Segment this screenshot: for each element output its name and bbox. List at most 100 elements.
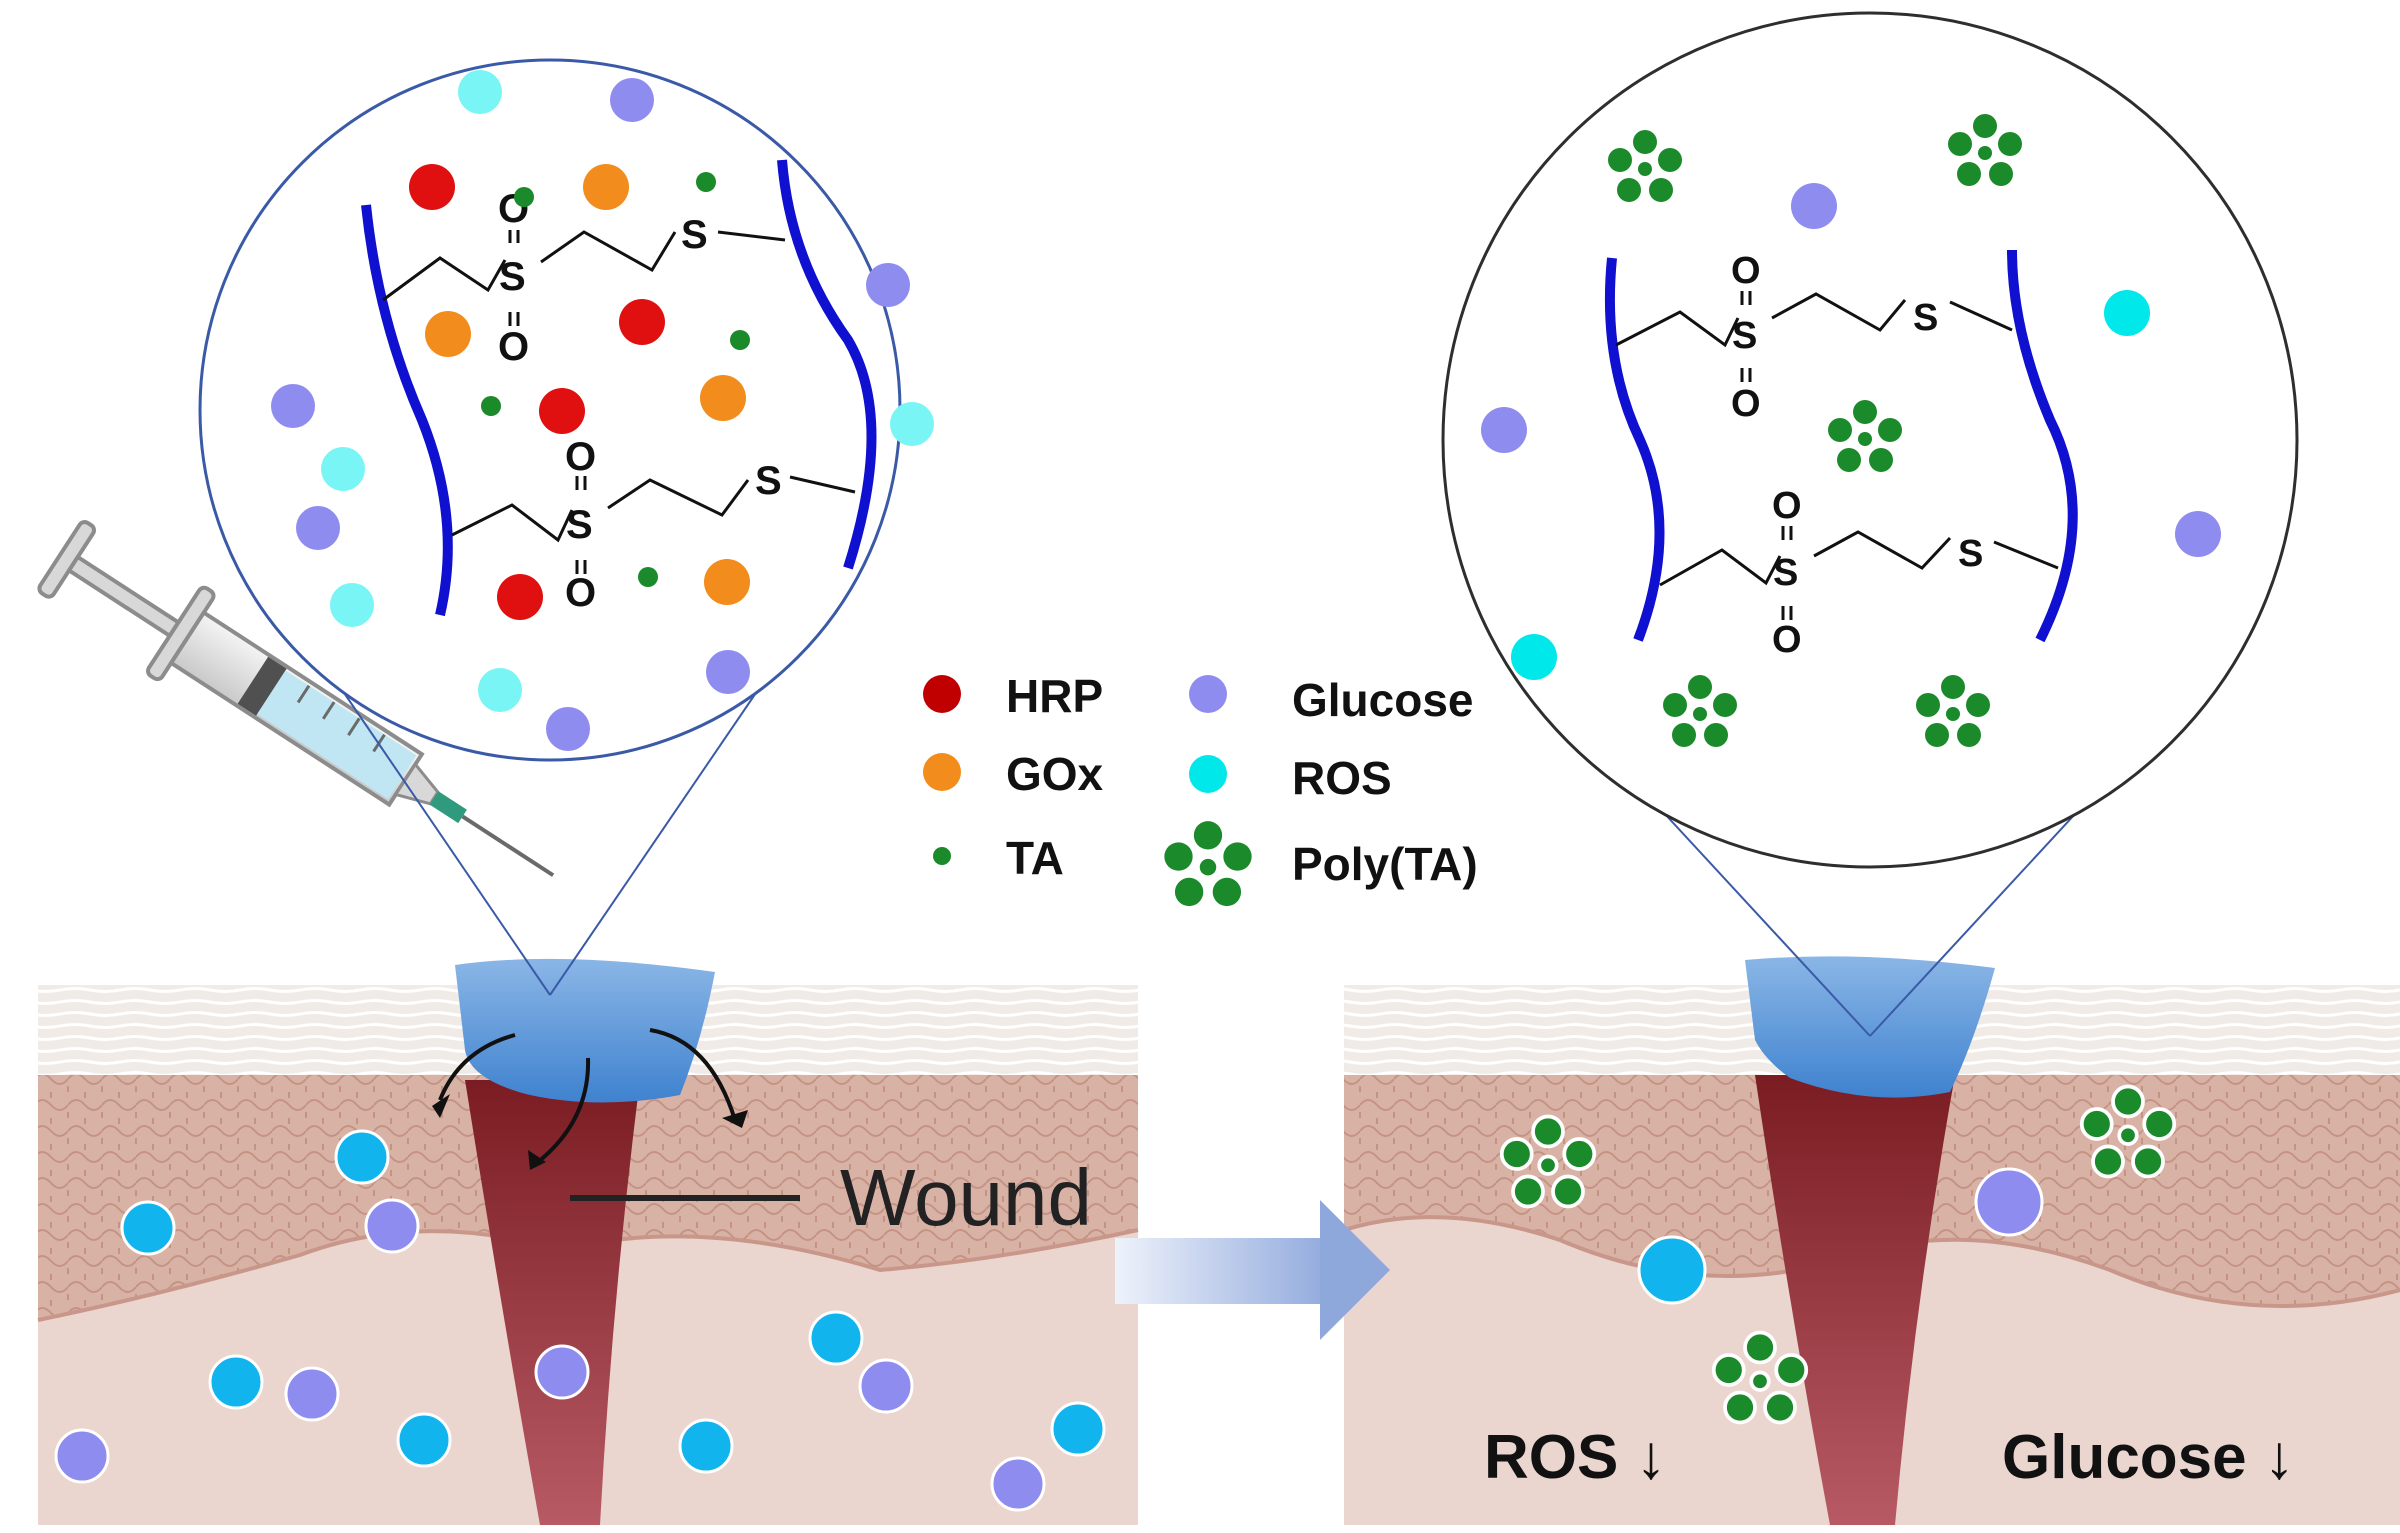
hrp-dot (497, 574, 543, 620)
glucose-dot (990, 1456, 1046, 1512)
glucose-dot (1791, 183, 1837, 229)
sulfur-atom: S (755, 459, 782, 503)
crosslinker-lower (1659, 526, 2059, 620)
glucose-dot (296, 506, 340, 550)
hydrogel-plug (1745, 956, 1995, 1098)
legend-gox-swatch (923, 753, 961, 791)
left-circle-molecules (271, 70, 934, 751)
oxygen-atom: O (1772, 485, 1802, 527)
crosslinker-upper-atoms: O S O S (1731, 250, 1938, 425)
ros-dot (808, 1310, 864, 1366)
ros-dot (458, 70, 502, 114)
legend-ros-label: ROS (1292, 752, 1392, 804)
ta-dot (696, 172, 716, 192)
legend-poly-ta-swatch (1164, 821, 1252, 907)
glucose-dot (284, 1366, 340, 1422)
ros-dot (321, 447, 365, 491)
ros-dot (1511, 634, 1557, 680)
ta-dot (730, 330, 750, 350)
polymer-chain (1604, 257, 1665, 642)
polymer-chain (361, 204, 453, 617)
legend-ros-swatch (1189, 755, 1227, 793)
legend-glucose-label: Glucose (1292, 674, 1474, 726)
gox-dot (583, 164, 629, 210)
ta-dot (638, 567, 658, 587)
crosslinker-lower-atoms: O S O S (1772, 485, 1983, 661)
sulfur-atom: S (1732, 315, 1757, 357)
sulfur-atom: S (1958, 533, 1983, 575)
glucose-dot (54, 1428, 110, 1484)
left-zoom-callout: O S O S O S O S (198, 58, 934, 996)
ros-dot (890, 402, 934, 446)
legend-gox-label: GOx (1006, 748, 1104, 800)
glucose-dot (706, 650, 750, 694)
sulfur-atom: S (681, 213, 708, 257)
sulfur-atom: S (1773, 552, 1798, 594)
hrp-dot (539, 388, 585, 434)
legend-hrp-swatch (923, 675, 961, 713)
right-circle-molecules (1481, 183, 2221, 680)
ros-dot (334, 1129, 390, 1185)
wound-channel (1755, 1075, 1955, 1525)
oxygen-atom: O (565, 571, 596, 615)
legend-hrp-label: HRP (1006, 670, 1103, 722)
legend-glucose-swatch (1189, 675, 1227, 713)
right-zoom-callout: O S O S O S O S (1441, 11, 2299, 1037)
glucose-dot (546, 707, 590, 751)
gox-dot (704, 559, 750, 605)
ros-dot (1637, 1235, 1707, 1305)
glucose-dot (1481, 407, 1527, 453)
ros-dot (2104, 290, 2150, 336)
polymer-chain (2007, 249, 2078, 643)
ta-dot (514, 187, 534, 207)
ros-dot (208, 1354, 264, 1410)
crosslinker-upper (382, 230, 786, 326)
ta-dot (481, 396, 501, 416)
legend-ta-swatch (933, 847, 951, 865)
glucose-dot (858, 1358, 914, 1414)
glucose-dot (271, 384, 315, 428)
sulfur-atom: S (566, 503, 593, 547)
legend-ta-label: TA (1006, 832, 1064, 884)
glucose-decrease-label: Glucose ↓ (2002, 1423, 2295, 1492)
wound-channel (465, 1080, 640, 1525)
glucose-dot (866, 263, 910, 307)
gox-dot (425, 311, 471, 357)
crosslinker-upper (1615, 291, 2013, 382)
crosslinker-upper-atoms: O S O S (498, 187, 708, 369)
left-skin-panel: Wound (37, 958, 1139, 1525)
ros-decrease-label: ROS ↓ (1484, 1423, 1667, 1492)
hrp-dot (409, 164, 455, 210)
glucose-dot (364, 1198, 420, 1254)
oxygen-atom: O (565, 435, 596, 479)
sulfur-atom: S (499, 255, 526, 299)
oxygen-atom: O (1772, 619, 1802, 661)
syringe-icon (37, 520, 555, 877)
glucose-dot (2175, 511, 2221, 557)
oxygen-atom: O (1731, 250, 1761, 292)
right-arrow-icon (1115, 1200, 1390, 1340)
glucose-dot (534, 1344, 590, 1400)
hydrogel-plug (455, 958, 715, 1103)
legend-poly-ta-label: Poly(TA) (1292, 838, 1478, 890)
ros-dot (678, 1418, 734, 1474)
diffusion-arrows (438, 1028, 737, 1164)
sulfur-atom: S (1913, 297, 1938, 339)
polymer-chain (777, 159, 877, 570)
ros-dot (478, 668, 522, 712)
crosslinker-lower (451, 475, 856, 574)
glucose-dot (610, 78, 654, 122)
ros-dot (120, 1200, 176, 1256)
wound-label: Wound (840, 1153, 1092, 1242)
oxygen-atom: O (1731, 383, 1761, 425)
crosslinker-lower-atoms: O S O S (565, 435, 782, 615)
glucose-dot (1974, 1167, 2044, 1237)
gox-dot (700, 375, 746, 421)
hrp-dot (619, 299, 665, 345)
oxygen-atom: O (498, 325, 529, 369)
right-skin-panel: ROS ↓ Glucose ↓ (1343, 956, 2400, 1525)
ros-dot (1050, 1401, 1106, 1457)
legend: HRP GOx TA Glucose ROS Poly(TA) (923, 670, 1478, 907)
